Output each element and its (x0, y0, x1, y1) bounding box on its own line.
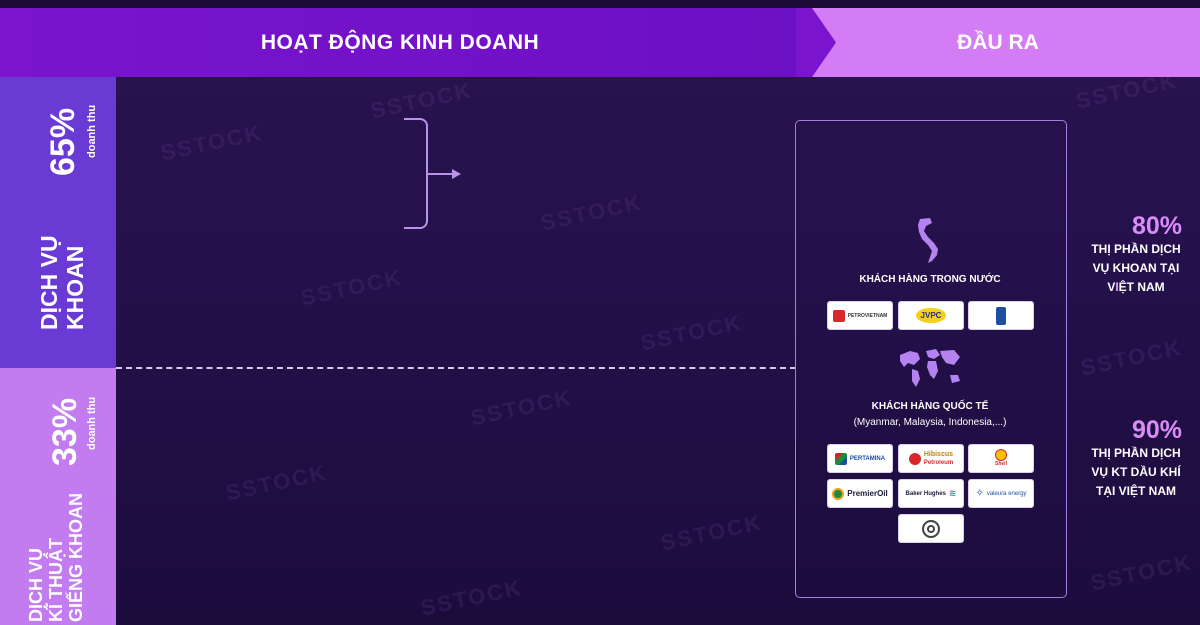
segment-name-line: DỊCH VỤ (26, 547, 46, 622)
logo-label: JVPC (915, 308, 947, 323)
watermark: SSTOCK (1088, 549, 1195, 596)
logo-label: PremierOil (847, 489, 888, 498)
stat-line: VỤ KT DẦU KHÍ (1091, 465, 1181, 479)
shell-logo: Shell (968, 444, 1034, 473)
jvpc-logo: JVPC (898, 301, 964, 330)
baker-hughes-logo: Baker Hughes ≋ (898, 479, 964, 508)
segment-well-services-panel (0, 368, 116, 625)
segment-name-line: KĨ THUẬT (46, 538, 66, 622)
domestic-customers-label: KHÁCH HÀNG TRONG NƯỚC (859, 274, 1001, 285)
stat-well-services-share-percent: 90% (1131, 416, 1183, 444)
watermark: SSTOCK (468, 384, 575, 431)
stat-line: VỤ KHOAN TẠI (1092, 261, 1180, 275)
watermark: SSTOCK (158, 119, 265, 166)
stat-line: THỊ PHẦN DỊCH (1091, 446, 1181, 460)
stat-line: TẠI VIỆT NAM (1096, 484, 1176, 498)
pertamina-mark-icon (834, 452, 847, 465)
segment-revenue-label: doanh thu (86, 104, 98, 158)
gear-emblem-logo (898, 514, 964, 543)
watermark: SSTOCK (538, 189, 645, 236)
stat-line: VIỆT NAM (1076, 278, 1196, 297)
petrovietnam-logo: PETROVIETNAM (827, 301, 893, 330)
world-map-icon (900, 349, 960, 387)
premier-oil-logo: PremierOil (827, 479, 893, 508)
stat-line-highlight: I (1115, 280, 1119, 294)
segment-percent: 33% (46, 397, 84, 466)
arrow-right-icon (428, 173, 454, 175)
segment-name: DỊCH VỤ KHOAN (36, 235, 88, 330)
valeura-mark-icon: ✧ (975, 488, 984, 499)
watermark: SSTOCK (638, 309, 745, 356)
segment-name-line: GIẾNG KHOAN (66, 492, 86, 622)
segment-divider (116, 367, 796, 369)
logo-label: Shell (995, 461, 1007, 467)
pertamina-logo: PERTAMINA (827, 444, 893, 473)
stat-line: THỊ PHẦN DỊCH (1091, 242, 1181, 256)
premier-oil-mark-icon (832, 487, 845, 500)
top-strip (0, 0, 1200, 8)
stat-drilling-share-percent: 80% (1131, 212, 1183, 240)
segment-name: DỊCH VỤ KĨ THUẬT GIẾNG KHOAN (26, 493, 86, 622)
valeura-energy-logo: ✧ valeura energy (968, 479, 1034, 508)
bracket-connector (404, 118, 428, 229)
stat-well-services-share-label: THỊ PHẦN DỊCH VỤ KT DẦU KHÍ TẠI VIỆT NAM (1076, 444, 1196, 501)
logo-label: Hibiscus (923, 450, 954, 458)
international-countries: (Myanmar, Malaysia, Indonesia,...) (853, 417, 1007, 428)
header-right-title: ĐẦU RA (957, 30, 1039, 54)
logo-text-group: Shell (995, 449, 1007, 468)
header-output: ĐẦU RA (796, 8, 1200, 77)
segment-name-line: DỊCH VỤ (36, 235, 62, 330)
stat-line-part: ỆT NAM (1118, 280, 1165, 294)
hibiscus-flower-icon (908, 452, 921, 465)
shell-pecten-icon (995, 449, 1007, 461)
logo-label: Petroleum (923, 459, 954, 466)
hibiscus-petroleum-logo: Hibiscus Petroleum (898, 444, 964, 473)
baker-hughes-mark-icon: ≋ (948, 488, 957, 498)
watermark: SSTOCK (658, 509, 765, 556)
logo-label: Baker Hughes (905, 490, 946, 497)
segment-percent: 65% (44, 107, 82, 176)
segment-drilling-panel (0, 77, 116, 368)
stat-drilling-share-label: THỊ PHẦN DỊCH VỤ KHOAN TẠI VIỆT NAM (1076, 240, 1196, 297)
segment-name-line: KHOAN (62, 245, 88, 330)
flag-icon (832, 309, 845, 322)
watermark: SSTOCK (418, 574, 525, 621)
header-business-activities: HOẠT ĐỘNG KINH DOANH (0, 8, 796, 77)
stat-line-part: V (1107, 280, 1116, 294)
logo-text-group: Hibiscus Petroleum (924, 451, 953, 467)
logo-label: PERTAMINA (849, 455, 886, 462)
drilling-icon (996, 306, 1006, 325)
watermark: SSTOCK (223, 459, 330, 506)
vietnam-map-icon (918, 218, 938, 263)
watermark: SSTOCK (1078, 334, 1185, 381)
watermark: SSTOCK (298, 264, 405, 311)
header-left-title: HOẠT ĐỘNG KINH DOANH (260, 30, 540, 54)
gear-emblem-icon (922, 519, 940, 538)
logo-label: valeura energy (986, 490, 1027, 497)
logo-label: PETROVIETNAM (847, 312, 888, 319)
international-customers-label: KHÁCH HÀNG QUỐC TẾ (871, 401, 989, 412)
output-customers-box (795, 120, 1067, 598)
segment-revenue-label: doanh thu (86, 396, 98, 450)
pv-drilling-logo (968, 301, 1034, 330)
arrow-head-icon (452, 169, 461, 179)
